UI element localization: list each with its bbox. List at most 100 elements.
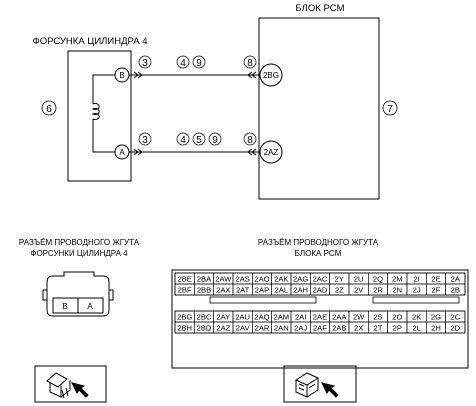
wire-a bbox=[129, 148, 260, 156]
pcm-pin-label: 2AX bbox=[216, 285, 230, 294]
injector-block bbox=[67, 50, 132, 182]
svg-text:9: 9 bbox=[196, 58, 202, 69]
callout-pcm-box bbox=[382, 100, 398, 116]
pcm-pin-label: 2A bbox=[451, 274, 461, 283]
pcm-pin-label: 2F bbox=[432, 285, 441, 294]
pcm-pin-label: 2N bbox=[392, 285, 402, 294]
pcm-pin-label: 2AN bbox=[274, 323, 289, 332]
pcm-pin-label: 2L bbox=[412, 323, 420, 332]
pcm-pin-label: 2D bbox=[450, 323, 460, 332]
pcm-pin-label: 2AB bbox=[332, 323, 346, 332]
pcm-pin-label: 2AE bbox=[313, 312, 327, 321]
pcm-pin-label: 2G bbox=[431, 312, 441, 321]
pcm-pin-label: 2B bbox=[451, 285, 460, 294]
pcm-pin-label: 2BA bbox=[197, 274, 212, 283]
svg-text:3: 3 bbox=[142, 135, 148, 146]
pcm-pin-label: 2C bbox=[450, 312, 460, 321]
pcm-pin-label: 2AZ bbox=[216, 323, 230, 332]
injector-connector-view-icon bbox=[34, 365, 107, 403]
pcm-pin-label: 2T bbox=[374, 323, 383, 332]
pcm-pin-label: 2BF bbox=[178, 285, 192, 294]
harness-injector-title-2: ФОРСУНКИ ЦИЛИНДРА 4 bbox=[30, 249, 128, 258]
harness-pcm-title-1: РАЗЪЁМ ПРОВОДНОГО ЖГУТА bbox=[258, 238, 379, 247]
pcm-pin-label: 2AV bbox=[236, 323, 251, 332]
pcm-pin-label: 2M bbox=[392, 274, 403, 283]
pcm-pin-label: 2AF bbox=[313, 323, 327, 332]
svg-text:8: 8 bbox=[247, 58, 253, 69]
pcm-pin-label: 2AA bbox=[332, 312, 347, 321]
pcm-pin-label: 2AI bbox=[295, 312, 306, 321]
pcm-pin-cell bbox=[445, 321, 466, 334]
pcm-pin-label: 2AS bbox=[235, 274, 249, 283]
pcm-pin-label: 2W bbox=[353, 312, 365, 321]
injector-title: ФОРСУНКА ЦИЛИНДРА 4 bbox=[33, 36, 148, 47]
pcm-pin-label: 2AY bbox=[216, 312, 230, 321]
pcm-pin-label: 2Z bbox=[335, 285, 344, 294]
injector-terminal-b-label: B bbox=[119, 71, 124, 80]
pcm-pin-label: 2AJ bbox=[294, 323, 307, 332]
pcm-pin-label: 2AO bbox=[254, 274, 269, 283]
pcm-pin-label: 2J bbox=[413, 285, 421, 294]
pcm-connector-outline bbox=[171, 269, 469, 369]
callouts-wire-a: 3 4 5 9 8 bbox=[138, 132, 257, 146]
pcm-pin-label: 2O bbox=[392, 312, 402, 321]
pcm-pin-label: 2BD bbox=[197, 323, 212, 332]
pcm-pin-label: 2AK bbox=[274, 274, 288, 283]
pcm-title: БЛОК PCM bbox=[295, 3, 344, 14]
pcm-block bbox=[258, 17, 380, 200]
pcm-pin-label: 2E bbox=[431, 274, 440, 283]
pcm-pin-label: 2AL bbox=[275, 285, 289, 294]
pcm-pin-label: 2AQ bbox=[254, 312, 269, 321]
pcm-pin-label: 2R bbox=[373, 285, 383, 294]
pcm-pin-label: 2AU bbox=[235, 312, 250, 321]
pcm-terminal-2bg-label: 2BG bbox=[263, 71, 279, 80]
pcm-connector-view-icon bbox=[283, 365, 357, 403]
callouts-wire-b: 3 4 9 8 bbox=[138, 55, 257, 69]
wire-b bbox=[129, 71, 260, 79]
svg-text:5: 5 bbox=[196, 135, 202, 146]
svg-text:4: 4 bbox=[180, 135, 186, 146]
svg-text:4: 4 bbox=[180, 58, 186, 69]
svg-text:9: 9 bbox=[212, 135, 218, 146]
pcm-pin-label: 2Y bbox=[335, 274, 344, 283]
svg-text:8: 8 bbox=[247, 135, 253, 146]
injector-connector-pin-b: B bbox=[62, 302, 67, 311]
pcm-pin-label: 2X bbox=[354, 323, 363, 332]
callout-injector-box bbox=[41, 100, 57, 116]
coil-wiring bbox=[91, 74, 115, 153]
callout-injector-box-num: 6 bbox=[46, 104, 52, 115]
injector-connector bbox=[42, 271, 114, 317]
pcm-pin-label: 2AC bbox=[313, 274, 328, 283]
pcm-pin-label: 2BH bbox=[177, 323, 192, 332]
pcm-pin-label: 2K bbox=[412, 312, 421, 321]
pcm-pin-label: 2AW bbox=[215, 274, 232, 283]
pcm-pin-label: 2AM bbox=[274, 312, 290, 321]
pcm-pin-label: 2AG bbox=[293, 274, 308, 283]
pcm-pin-label: 2BB bbox=[197, 285, 211, 294]
injector-terminal-a-label: A bbox=[119, 148, 125, 157]
harness-injector-title-1: РАЗЪЁМ ПРОВОДНОГО ЖГУТА bbox=[19, 238, 140, 247]
pcm-pin-label: 2AD bbox=[313, 285, 328, 294]
pcm-pin-label: 2S bbox=[373, 312, 382, 321]
svg-text:3: 3 bbox=[142, 58, 148, 69]
pcm-pin-label: 2AR bbox=[255, 323, 270, 332]
pcm-pin-label: 2H bbox=[431, 323, 441, 332]
pcm-connector-key-right bbox=[372, 296, 460, 304]
pcm-pin-label: 2I bbox=[413, 274, 419, 283]
harness-pcm-title-2: БЛОКА PCM bbox=[295, 249, 342, 258]
pcm-pin-label: 2AT bbox=[236, 285, 250, 294]
pcm-pin-label: 2Q bbox=[373, 274, 383, 283]
pcm-pin-label: 2AH bbox=[293, 285, 308, 294]
pcm-pin-cell bbox=[445, 283, 466, 296]
pcm-pin-label: 2P bbox=[393, 323, 402, 332]
pcm-pin-label: 2BG bbox=[177, 312, 192, 321]
pcm-connector-key-left bbox=[209, 296, 317, 304]
pcm-pin-label: 2BE bbox=[177, 274, 191, 283]
pcm-pin-label: 2U bbox=[354, 274, 364, 283]
pcm-terminal-2az-label: 2AZ bbox=[264, 148, 279, 157]
callout-pcm-box-num: 7 bbox=[387, 104, 393, 115]
pcm-pin-label: 2BC bbox=[197, 312, 212, 321]
pcm-pin-label: 2AP bbox=[255, 285, 269, 294]
